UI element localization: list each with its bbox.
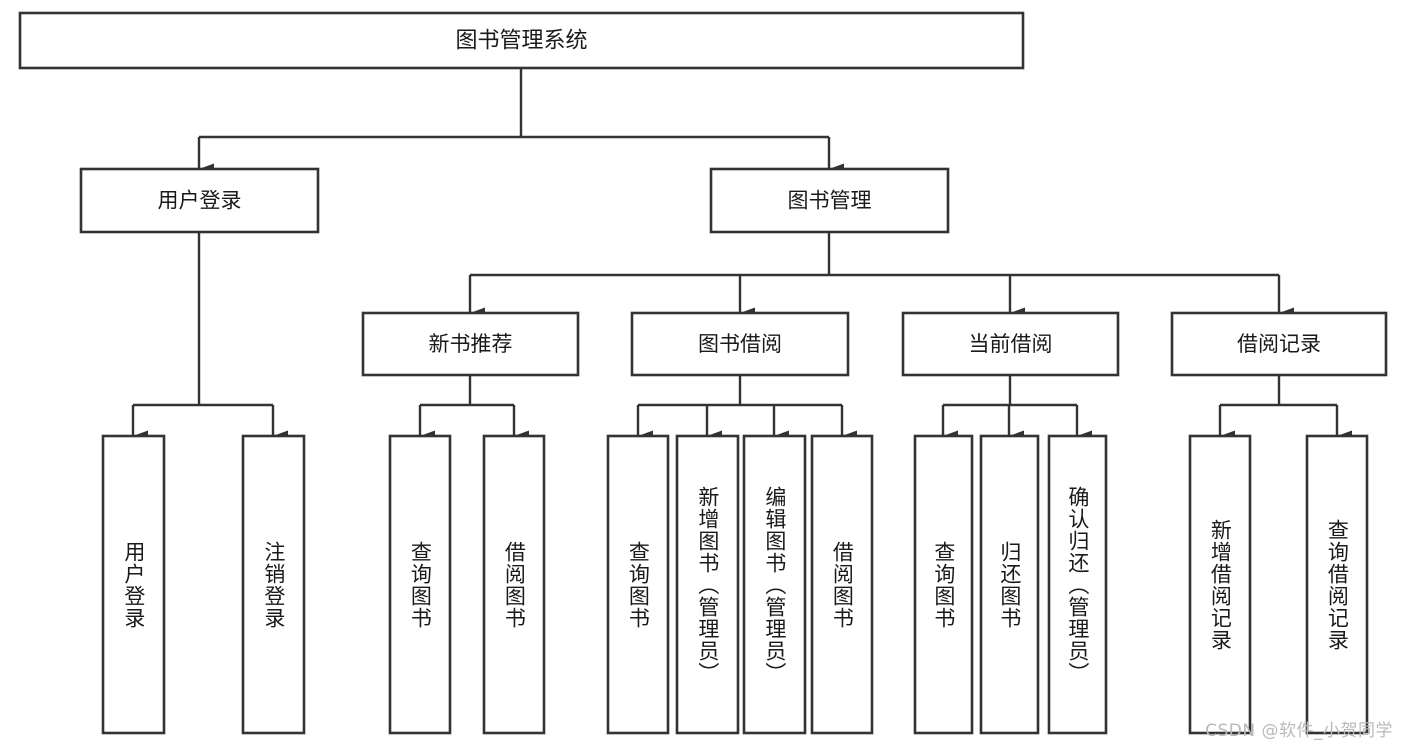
node-box-leaf[interactable]	[742, 434, 807, 735]
node-box-level3[interactable]	[630, 311, 850, 377]
node-box-leaf[interactable]	[482, 434, 546, 735]
connector-layer	[131, 68, 1352, 442]
box-layer	[18, 11, 1388, 735]
node-box-level3[interactable]	[361, 311, 580, 377]
node-label: 借阅记录	[1237, 332, 1321, 356]
node-box-leaf[interactable]	[606, 434, 670, 735]
node-label: 图书管理	[788, 189, 872, 213]
watermark-credit: CSDN @软件_小贺同学	[1205, 721, 1393, 741]
node-box-leaf[interactable]	[675, 434, 740, 735]
node-box-leaf[interactable]	[1188, 434, 1252, 735]
node-box-leaf[interactable]	[241, 434, 306, 735]
node-box-level3[interactable]	[901, 311, 1120, 377]
node-box-leaf[interactable]	[1047, 434, 1108, 735]
node-label: 用户登录	[158, 189, 242, 213]
node-box-leaf[interactable]	[1305, 434, 1369, 735]
node-box-leaf[interactable]	[979, 434, 1040, 735]
node-box-level2[interactable]	[709, 167, 950, 234]
node-box-level2[interactable]	[79, 167, 320, 234]
node-label: 图书管理系统	[455, 29, 587, 54]
node-label: 新书推荐	[429, 332, 513, 356]
node-box-leaf[interactable]	[388, 434, 452, 735]
node-box-leaf[interactable]	[101, 434, 166, 735]
node-box-level3[interactable]	[1170, 311, 1388, 377]
node-box-leaf[interactable]	[810, 434, 874, 735]
node-label: 当前借阅	[969, 332, 1053, 356]
node-box-root[interactable]	[18, 11, 1025, 70]
node-box-leaf[interactable]	[913, 434, 974, 735]
node-label: 图书借阅	[698, 332, 782, 356]
